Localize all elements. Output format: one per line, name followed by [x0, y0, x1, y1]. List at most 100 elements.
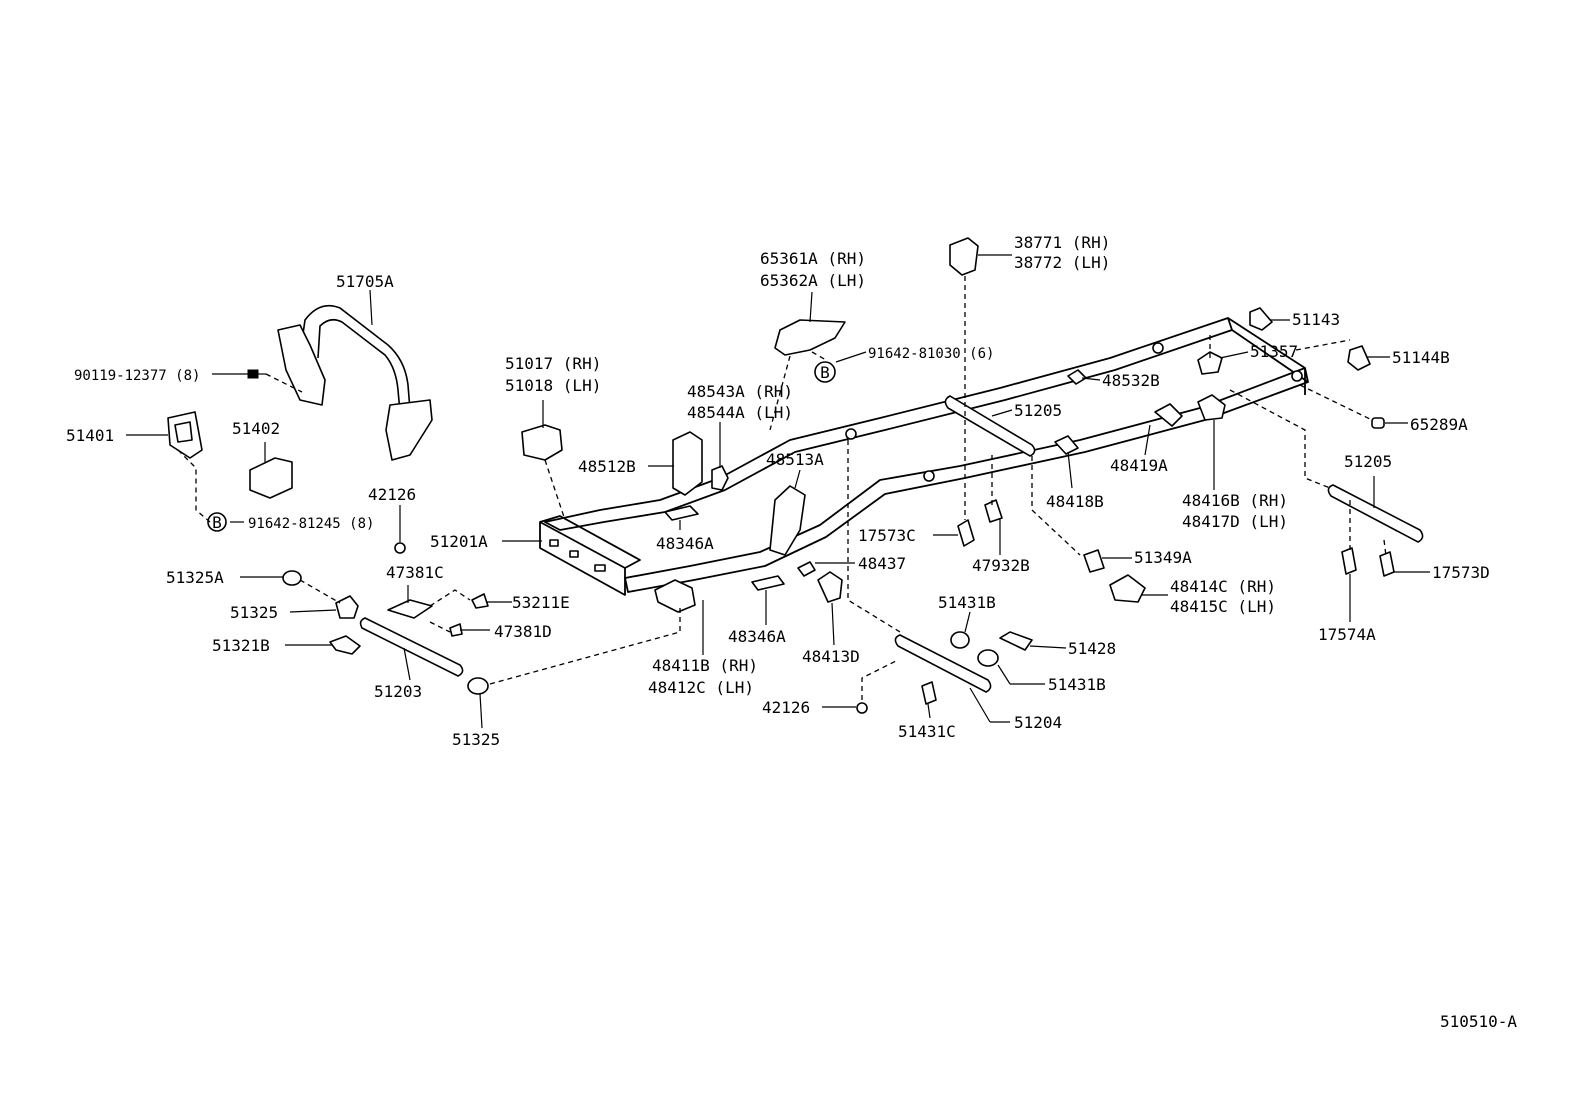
- label-51357: 51357: [1250, 342, 1298, 361]
- label-51321B: 51321B: [212, 636, 270, 655]
- clip-53211E[interactable]: [471, 593, 489, 609]
- clip-47381D[interactable]: [449, 623, 463, 637]
- label-90119-12377: 90119-12377 (8): [74, 368, 200, 384]
- leader-lines: [126, 254, 1430, 729]
- spring-bracket-48513A[interactable]: [769, 485, 806, 556]
- label-17573D: 17573D: [1432, 563, 1490, 582]
- leader-51428: [1029, 645, 1067, 649]
- marker-letter: B: [820, 363, 830, 382]
- label-65362A: 65362A (LH): [760, 271, 866, 290]
- bracket-51143[interactable]: [1249, 307, 1273, 331]
- leader-48532B: [1081, 377, 1101, 381]
- label-48512B: 48512B: [578, 457, 636, 476]
- marker-circle: [207, 512, 227, 532]
- leader-48413D: [831, 602, 835, 646]
- dash-51144B: [1295, 339, 1351, 351]
- label-47381C: 47381C: [386, 563, 444, 582]
- label-48417D: 48417D (LH): [1182, 512, 1288, 531]
- bracket-48419A[interactable]: [1154, 403, 1183, 427]
- label-65289A: 65289A: [1410, 415, 1468, 434]
- label-48411B: 48411B (RH): [652, 656, 758, 675]
- bracket-65361A[interactable]: [774, 319, 846, 356]
- hanger-48416B[interactable]: [1197, 394, 1226, 421]
- clip-48437[interactable]: [797, 561, 816, 577]
- label-51325A: 51325A: [166, 568, 224, 587]
- bracket-51431B-b[interactable]: [977, 649, 999, 667]
- label-51402: 51402: [232, 419, 280, 438]
- bracket-51431C[interactable]: [921, 681, 937, 705]
- bracket-51144B[interactable]: [1347, 345, 1371, 371]
- label-48346A-a: 48346A: [656, 534, 714, 553]
- plug-65289A[interactable]: [1371, 417, 1385, 429]
- plate-48346A-a[interactable]: [664, 505, 699, 521]
- bracket-51321B[interactable]: [329, 635, 361, 655]
- roll-bar-bracket-right: [385, 399, 433, 461]
- crossmember-51205-a[interactable]: [944, 395, 1036, 457]
- clip-17573D[interactable]: [1379, 551, 1395, 577]
- bracket-51402[interactable]: [249, 457, 293, 499]
- label-47381D: 47381D: [494, 622, 552, 641]
- crossmember-51205-b[interactable]: [1327, 484, 1424, 543]
- label-51143: 51143: [1292, 310, 1340, 329]
- label-48419A: 48419A: [1110, 456, 1168, 475]
- bracket-51428[interactable]: [999, 631, 1033, 651]
- label-51204: 51204: [1014, 713, 1062, 732]
- bracket-51349A[interactable]: [1083, 549, 1105, 573]
- label-51431C: 51431C: [898, 722, 956, 741]
- dash-65361A: [769, 355, 791, 431]
- leader-51431B-b-1: [997, 664, 1011, 685]
- rail-hole: [1291, 370, 1303, 382]
- roll-bar-bracket-left: [277, 324, 326, 406]
- label-51201A: 51201A: [430, 532, 488, 551]
- marker-circle: [814, 361, 836, 383]
- bracket-51017[interactable]: [521, 424, 563, 461]
- frame-slot: [549, 539, 559, 547]
- nut-42126-a[interactable]: [394, 542, 406, 554]
- bracket-48418B[interactable]: [1054, 435, 1079, 455]
- dash-51325A: [299, 579, 341, 604]
- assembly-lines: [177, 276, 1387, 700]
- bolt-head: [247, 369, 259, 379]
- crossmember-51203[interactable]: [359, 617, 464, 677]
- label-48413D: 48413D: [802, 647, 860, 666]
- hanger-48413D[interactable]: [817, 571, 843, 603]
- hanger-48414C[interactable]: [1109, 574, 1146, 603]
- frame-slot: [569, 550, 579, 558]
- leader-51203: [403, 647, 411, 681]
- crossmember-51204[interactable]: [894, 634, 992, 693]
- label-91642-81245: 91642-81245 (8): [248, 516, 374, 532]
- bolt-90119-12377[interactable]: [247, 369, 266, 379]
- bracket-51431B-a[interactable]: [950, 631, 970, 649]
- label-51325-a: 51325: [230, 603, 278, 622]
- bracket-51401[interactable]: [167, 411, 203, 459]
- spring-bracket-48512B[interactable]: [672, 431, 703, 496]
- bracket-48543A[interactable]: [711, 465, 729, 491]
- dash-51401: [177, 449, 211, 523]
- cushion-51325-b[interactable]: [467, 677, 489, 695]
- dash-47381C: [429, 589, 471, 607]
- cushion-51325A[interactable]: [282, 570, 302, 586]
- plate-47381C[interactable]: [387, 599, 433, 619]
- bracket-38771[interactable]: [949, 237, 979, 276]
- spring-hanger-48411B[interactable]: [654, 579, 696, 613]
- cushion-51325-a[interactable]: [335, 595, 359, 619]
- label-51205-a: 51205: [1014, 401, 1062, 420]
- roll-bar-51705A[interactable]: [277, 304, 433, 461]
- clip-17573C[interactable]: [957, 519, 975, 547]
- nut-42126-b[interactable]: [856, 702, 868, 714]
- clip-17574A[interactable]: [1341, 547, 1357, 575]
- leader-48418B: [1067, 451, 1073, 489]
- leader-51325-a: [289, 609, 337, 613]
- label-48513A: 48513A: [766, 450, 824, 469]
- rail-hole: [923, 470, 935, 482]
- label-48346A-b: 48346A: [728, 627, 786, 646]
- label-51205-b: 51205: [1344, 452, 1392, 471]
- label-48532B: 48532B: [1102, 371, 1160, 390]
- dash-51349A: [1031, 456, 1081, 556]
- leader-48513A: [794, 469, 801, 489]
- bracket-51357[interactable]: [1197, 351, 1223, 375]
- leader-51705A: [369, 289, 373, 326]
- bolt-marker-b1: B: [207, 512, 227, 532]
- plate-48346A-b[interactable]: [751, 575, 785, 591]
